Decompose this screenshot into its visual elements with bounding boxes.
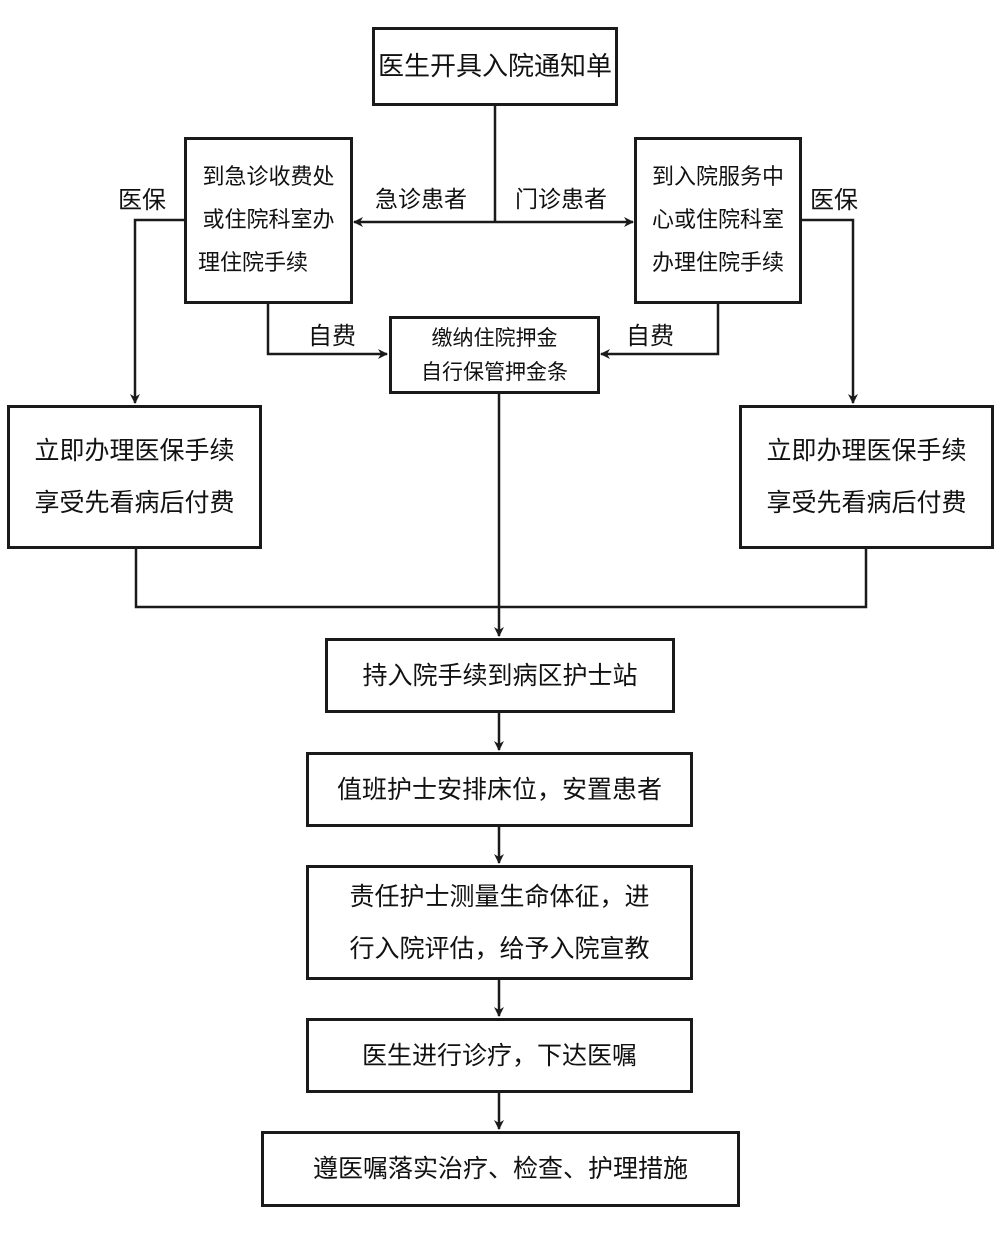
emergency-office-node: 到急诊收费处 或住院科室办 理住院手续 (184, 137, 353, 304)
step-assessment: 责任护士测量生命体征，进 行入院评估，给予入院宣教 (306, 865, 693, 980)
arrow-left-self-pay (266, 303, 388, 359)
node-line: 立即办理医保手续 (34, 436, 235, 465)
step-treatment: 遵医嘱落实治疗、检查、护理措施 (261, 1131, 740, 1207)
deposit-node: 缴纳住院押金 自行保管押金条 (389, 316, 600, 394)
node-line: 或住院科室办 (202, 208, 335, 233)
label-self-pay-right: 自费 (626, 322, 674, 350)
node-line: 享受先看病后付费 (34, 488, 235, 517)
node-line: 遵医嘱落实治疗、检查、护理措施 (312, 1154, 688, 1183)
node-line: 行入院评估，给予入院宣教 (349, 933, 650, 963)
label-insurance-left: 医保 (118, 186, 166, 214)
label-insurance-right: 医保 (810, 186, 858, 214)
node-line: 办理住院手续 (651, 251, 784, 276)
outpatient-office-node: 到入院服务中 心或住院科室 办理住院手续 (634, 137, 802, 304)
step-arrange-bed: 值班护士安排床位，安置患者 (306, 752, 693, 827)
connector-join (134, 548, 868, 609)
node-line: 立即办理医保手续 (766, 436, 967, 465)
start-node: 医生开具入院通知单 (372, 27, 618, 106)
arrow-right-self-pay (600, 303, 720, 359)
node-line: 值班护士安排床位，安置患者 (336, 774, 662, 804)
node-line: 持入院手续到病区护士站 (362, 660, 638, 690)
node-line: 理住院手续 (198, 251, 309, 276)
node-line: 享受先看病后付费 (766, 488, 967, 517)
insurance-right-node: 立即办理医保手续 享受先看病后付费 (739, 405, 994, 549)
node-line: 责任护士测量生命体征，进 (349, 881, 650, 911)
node-line: 缴纳住院押金 (431, 326, 558, 350)
step-nurse-station: 持入院手续到病区护士站 (325, 638, 675, 713)
node-line: 到入院服务中 (651, 165, 784, 190)
label-self-pay-left: 自费 (308, 322, 356, 350)
node-line: 心或住院科室 (651, 208, 784, 233)
node-line: 自行保管押金条 (421, 360, 568, 384)
arrow-left-insurance (130, 218, 185, 404)
node-line: 到急诊收费处 (202, 165, 335, 190)
start-node-text: 医生开具入院通知单 (377, 51, 612, 82)
label-outpatient-patients: 门诊患者 (515, 187, 607, 213)
node-line: 医生进行诊疗，下达医嘱 (361, 1040, 637, 1070)
step-diagnosis: 医生进行诊疗，下达医嘱 (306, 1018, 693, 1093)
arrow-right-insurance (801, 218, 858, 404)
label-emergency-patients: 急诊患者 (375, 187, 467, 213)
insurance-left-node: 立即办理医保手续 享受先看病后付费 (7, 405, 262, 549)
